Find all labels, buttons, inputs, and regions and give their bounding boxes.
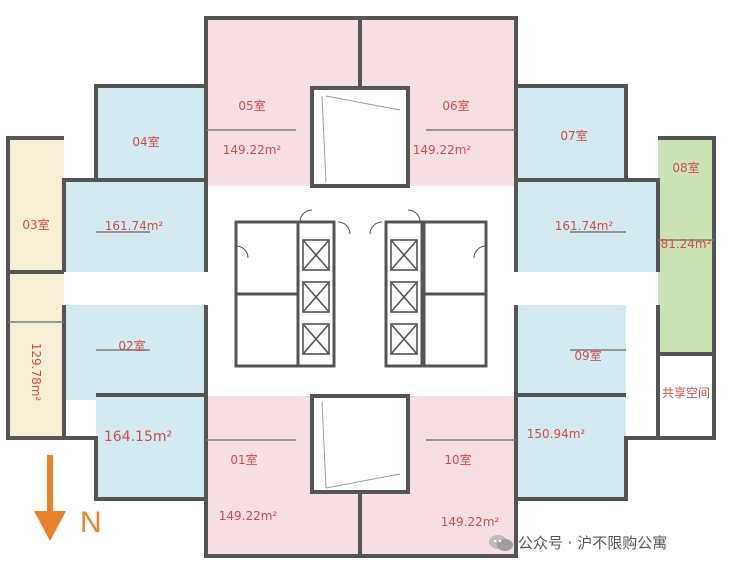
room-06-name: 06室 [442,99,470,113]
room-03-area: 129.78m² [29,342,43,402]
corridor-left [64,272,206,305]
room-04-fill-a [96,86,206,186]
wechat-icon [489,534,513,551]
stair-right-bottom [422,292,488,368]
room-09-name: 09室 [574,349,602,363]
atrium-bottom-diagonal [321,401,401,489]
elevator-4 [390,239,418,271]
shared-space-label: 共享空间 [661,386,711,400]
stair-left-top [234,220,300,296]
room-02-fill-b [96,395,206,499]
room-02-fill-a [64,305,206,400]
room-03-name: 03室 [22,218,50,232]
room-04-name: 04室 [132,135,160,149]
elevator-6 [390,323,418,355]
elevator-5 [390,281,418,313]
door-swings [235,209,487,259]
walls [6,16,716,558]
elevators [302,239,418,355]
stair-left-bottom [234,292,300,368]
room-08-area: 81.24m² [660,237,712,251]
room-02-name: 02室 [118,339,146,353]
room-02-area: 164.15m² [103,429,173,445]
room-fills [8,18,714,556]
north-arrow-icon [34,455,66,541]
room-01-name: 01室 [230,453,258,467]
room-07-fill-b [516,180,658,272]
room-09-fill-b [516,395,626,499]
room-01-area: 149.22m² [218,509,278,523]
room-05-name: 05室 [238,99,266,113]
room-03-fill [8,138,64,438]
room-07-name: 07室 [560,129,588,143]
room-09-area: 150.94m² [526,427,586,441]
elevator-3 [302,323,330,355]
atrium-top [310,86,410,188]
elevator-2 [302,281,330,313]
room-04-fill-b [64,180,206,272]
partitions [8,129,714,441]
atrium-top-diagonal [321,95,401,183]
room-08-name: 08室 [672,161,700,175]
north-label: N [80,506,102,539]
stair-right-top [422,220,488,296]
room-04-area: 161.74m² [104,219,164,233]
watermark-text: 公众号 · 沪不限购公寓 [518,534,668,552]
room-07-area: 161.74m² [554,219,614,233]
room-08-fill [658,138,714,354]
room-10-area: 149.22m² [440,515,500,529]
room-09-fill-a [516,305,626,400]
room-06-area: 149.22m² [412,143,472,157]
watermark: 公众号 · 沪不限购公寓 [488,532,667,553]
room-10-name: 10室 [444,453,472,467]
room-07-fill-a [516,86,626,186]
room-05-area: 149.22m² [222,143,282,157]
atrium-bottom [310,394,410,494]
elevator-1 [302,239,330,271]
corridor-right [516,272,658,305]
